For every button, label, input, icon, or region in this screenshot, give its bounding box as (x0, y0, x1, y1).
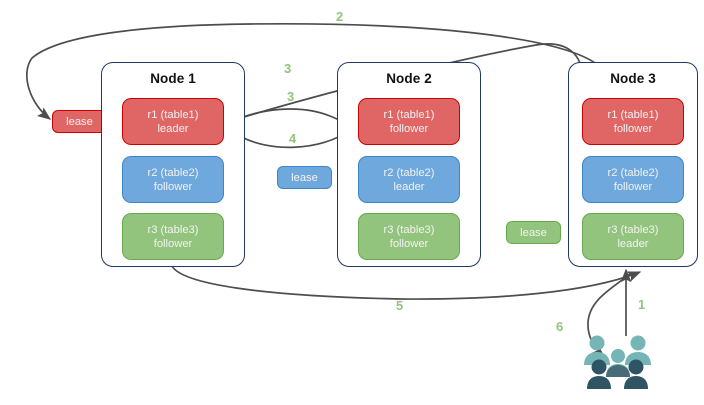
replica-name: r1 (table1) (607, 108, 659, 121)
step-label-2: 2 (336, 9, 344, 24)
replica-role: follower (389, 237, 429, 250)
replica-name: r3 (table3) (383, 223, 435, 236)
replica-r3-node1[interactable]: r3 (table3) follower (122, 213, 224, 260)
replica-r1-node3[interactable]: r1 (table1) follower (582, 98, 684, 145)
step-label-6: 6 (556, 319, 564, 334)
lease-label: lease (291, 171, 318, 184)
lease-label: lease (66, 115, 93, 128)
lease-chip-red[interactable]: lease (52, 110, 107, 133)
replica-name: r2 (table2) (383, 166, 435, 179)
replica-role: follower (613, 180, 653, 193)
node-container-1[interactable]: Node 1 r1 (table1) leader r2 (table2) fo… (101, 62, 245, 267)
replica-role: follower (153, 237, 193, 250)
replica-name: r2 (table2) (147, 166, 199, 179)
lease-chip-blue[interactable]: lease (277, 166, 332, 189)
replica-name: r1 (table1) (147, 108, 199, 121)
step-label-1: 1 (638, 297, 646, 312)
arrow-step-3-to-node2 (226, 108, 352, 127)
step-label-3a: 3 (284, 61, 292, 76)
node-container-2[interactable]: Node 2 r1 (table1) follower r2 (table2) … (337, 62, 481, 267)
replica-role: leader (617, 237, 649, 250)
node-container-3[interactable]: Node 3 r1 (table1) follower r2 (table2) … (568, 62, 698, 267)
replica-role: follower (389, 122, 429, 135)
replica-name: r3 (table3) (147, 223, 199, 236)
node-title: Node 2 (386, 71, 432, 86)
step-label-3b: 3 (287, 89, 295, 104)
step-label-5: 5 (396, 298, 404, 313)
replica-name: r3 (table3) (607, 223, 659, 236)
replica-r2-node2[interactable]: r2 (table2) leader (358, 156, 460, 203)
step-label-4: 4 (289, 131, 297, 146)
arrow-step-5 (171, 265, 642, 300)
node-title: Node 3 (610, 71, 656, 86)
replica-role: follower (153, 180, 193, 193)
lease-label: lease (520, 226, 547, 239)
replica-r2-node3[interactable]: r2 (table2) follower (582, 156, 684, 203)
replica-name: r1 (table1) (383, 108, 435, 121)
replica-r1-node2[interactable]: r1 (table1) follower (358, 98, 460, 145)
replica-r1-node1[interactable]: r1 (table1) leader (122, 98, 224, 145)
node-title: Node 1 (150, 71, 196, 86)
replica-name: r2 (table2) (607, 166, 659, 179)
replica-r2-node1[interactable]: r2 (table2) follower (122, 156, 224, 203)
people-group-icon (582, 334, 660, 390)
lease-chip-green[interactable]: lease (506, 221, 561, 244)
replica-role: leader (393, 180, 425, 193)
replica-role: leader (157, 122, 189, 135)
replica-r3-node2[interactable]: r3 (table3) follower (358, 213, 460, 260)
replica-role: follower (613, 122, 653, 135)
replica-r3-node3[interactable]: r3 (table3) leader (582, 213, 684, 260)
